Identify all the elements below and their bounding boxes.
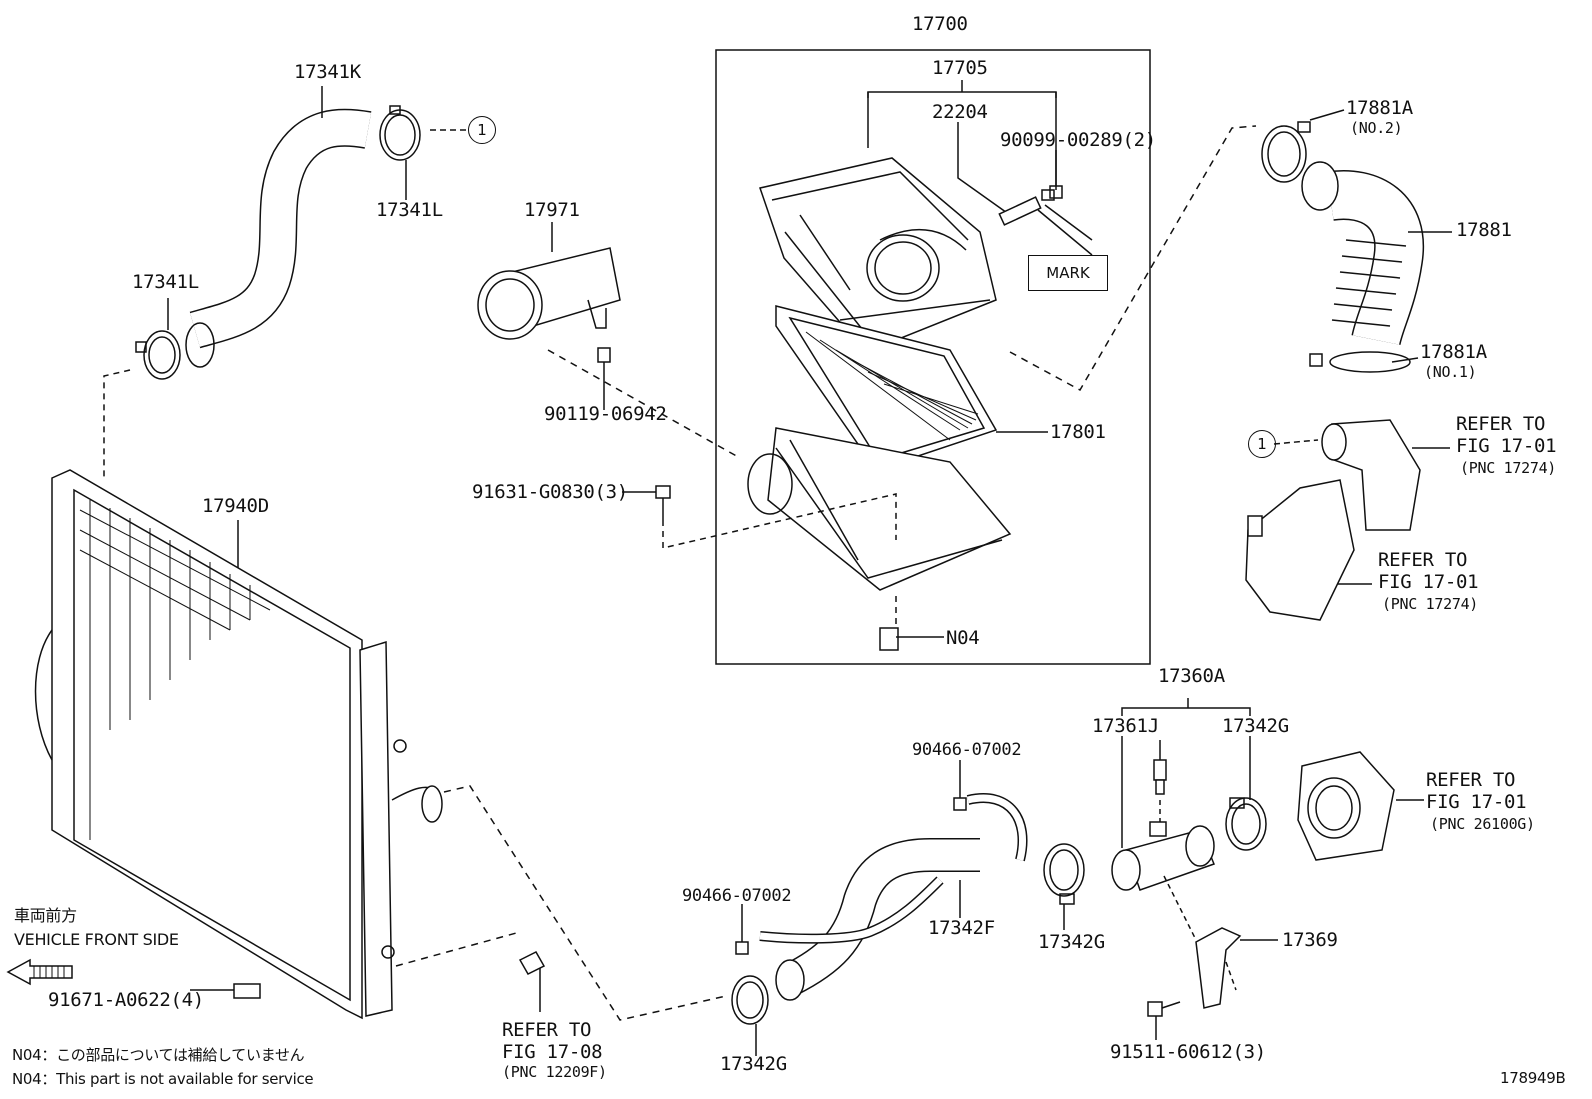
note-n04-jp: N04：この部品については補給していません xyxy=(12,1046,305,1064)
clamp-17341l-left xyxy=(135,330,181,380)
air-hose-17881 xyxy=(1301,161,1425,346)
part-label-17705[interactable]: 17705 xyxy=(932,57,988,79)
part-label-91631[interactable]: 91631-G0830(3) xyxy=(472,481,628,503)
clip-90466-top xyxy=(953,797,967,811)
part-label-91671[interactable]: 91671-A0622(4) xyxy=(48,989,204,1011)
clamp-17342g-bottom xyxy=(731,975,769,1025)
part-label-90466-left[interactable]: 90466-07002 xyxy=(682,886,792,906)
bolt-91511 xyxy=(1147,1001,1163,1017)
figure-id: 178949B xyxy=(1500,1069,1566,1087)
air-flow-sensor-22204 xyxy=(998,189,1055,226)
part-label-17342g-mid[interactable]: 17342G xyxy=(1038,931,1105,953)
part-label-n04[interactable]: N04 xyxy=(946,627,980,649)
clamp-17342g-right xyxy=(1225,797,1267,851)
air-cleaner-lid xyxy=(759,157,997,353)
part-label-17342g-bottom[interactable]: 17342G xyxy=(720,1053,787,1075)
throttle-body xyxy=(1297,751,1395,861)
refer-3-line3: (PNC 26100G) xyxy=(1430,815,1535,833)
mark-box: MARK xyxy=(1028,255,1108,291)
part-label-17940d[interactable]: 17940D xyxy=(202,495,269,517)
water-inlet-upper xyxy=(1321,419,1421,531)
part-label-17342g-right[interactable]: 17342G xyxy=(1222,715,1289,737)
bolt-91671 xyxy=(233,983,261,999)
radiator-hose-17342f xyxy=(759,793,1028,1001)
clamp-17881a-no2 xyxy=(1261,121,1311,183)
clamp-17341l-top xyxy=(379,105,421,161)
part-label-17700[interactable]: 17700 xyxy=(912,13,968,35)
part-label-17360a[interactable]: 17360A xyxy=(1158,665,1225,687)
bolt-91631 xyxy=(655,485,671,499)
refer-4-line1: REFER TO xyxy=(502,1019,592,1041)
radiator-hose-17341k xyxy=(185,108,372,368)
refer-4-line3: (PNC 12209F) xyxy=(502,1063,607,1081)
part-label-17341k[interactable]: 17341K xyxy=(294,61,361,83)
part-label-17801[interactable]: 17801 xyxy=(1050,421,1106,443)
air-filter-17801 xyxy=(775,305,998,471)
refer-1-line3: (PNC 17274) xyxy=(1460,459,1557,477)
refer-1-line2[interactable]: FIG 17-01 xyxy=(1456,435,1557,457)
vehicle-front-jp: 車両前方 xyxy=(14,906,77,925)
refer-2-line1: REFER TO xyxy=(1378,549,1468,571)
refer-3-line1: REFER TO xyxy=(1426,769,1516,791)
part-label-90099[interactable]: 90099-00289(2) xyxy=(1000,129,1156,151)
ref-circle-1-top: 1 xyxy=(468,116,496,144)
part-label-17361j[interactable]: 17361J xyxy=(1092,715,1159,737)
hose-ref-17-08 xyxy=(518,951,546,975)
vehicle-front-en: VEHICLE FRONT SIDE xyxy=(14,930,179,949)
water-outlet-17361j xyxy=(1111,821,1215,891)
part-label-90466-top[interactable]: 90466-07002 xyxy=(912,740,1022,760)
clamp-17881a-no1 xyxy=(1309,351,1411,373)
part-label-17342f[interactable]: 17342F xyxy=(928,917,995,939)
part-label-17971[interactable]: 17971 xyxy=(524,199,580,221)
part-label-17341l-top[interactable]: 17341L xyxy=(376,199,443,221)
vehicle-front-arrow-icon xyxy=(6,958,73,986)
clamp-17342g-mid xyxy=(1043,843,1085,905)
refer-4-line2[interactable]: FIG 17-08 xyxy=(502,1041,603,1063)
part-label-17881a-bot[interactable]: 17881A xyxy=(1420,341,1487,363)
part-label-17881a-top-sub: (NO.2) xyxy=(1350,119,1403,137)
mount-cushion-n04 xyxy=(879,627,899,651)
part-label-90119[interactable]: 90119-06942 xyxy=(544,403,667,425)
water-inlet-lower xyxy=(1245,479,1355,621)
air-cleaner-assembly-frame xyxy=(715,49,1151,665)
part-label-91511[interactable]: 91511-60612(3) xyxy=(1110,1041,1266,1063)
part-label-17341l-left[interactable]: 17341L xyxy=(132,271,199,293)
part-label-17369[interactable]: 17369 xyxy=(1282,929,1338,951)
refer-1-line1: REFER TO xyxy=(1456,413,1546,435)
ref-circle-1-right: 1 xyxy=(1248,430,1276,458)
temp-sensor xyxy=(1153,759,1167,795)
part-label-17881a-top[interactable]: 17881A xyxy=(1346,97,1413,119)
air-cleaner-case xyxy=(747,427,1012,591)
bracket-17705 xyxy=(867,91,1057,98)
note-n04-en: N04：This part is not available for servi… xyxy=(12,1070,314,1088)
refer-2-line3: (PNC 17274) xyxy=(1382,595,1479,613)
part-label-22204[interactable]: 22204 xyxy=(932,101,988,123)
part-label-17881[interactable]: 17881 xyxy=(1456,219,1512,241)
bolt-90119 xyxy=(597,347,611,363)
refer-3-line2[interactable]: FIG 17-01 xyxy=(1426,791,1527,813)
radiator-17940d xyxy=(34,469,443,1020)
part-label-17881a-bot-sub: (NO.1) xyxy=(1424,363,1477,381)
refer-2-line2[interactable]: FIG 17-01 xyxy=(1378,571,1479,593)
clip-90466-left xyxy=(735,941,749,955)
intake-pipe-17971 xyxy=(477,247,621,340)
bracket-17369 xyxy=(1195,927,1242,1009)
